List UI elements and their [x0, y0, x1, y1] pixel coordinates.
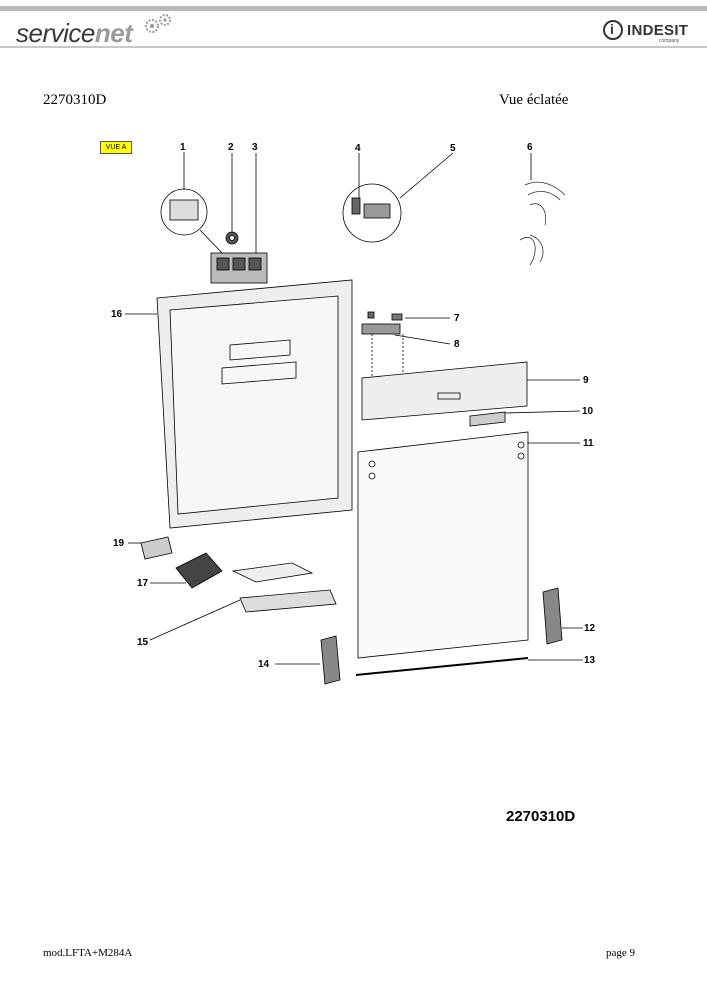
- part-19-plate: [140, 536, 173, 560]
- callout-13: 13: [584, 655, 596, 666]
- part-17-module: [175, 552, 223, 589]
- callout-3: 3: [252, 142, 258, 153]
- part-7-pin: [367, 311, 375, 319]
- part-11-outer-door: [357, 431, 529, 659]
- part-13-rod: [355, 657, 529, 676]
- document-code: 2270310D: [43, 92, 107, 108]
- footer-model: mod.LFTA+M284A: [43, 947, 133, 959]
- document-title: Vue éclatée: [499, 92, 569, 108]
- indesit-logo: i INDESIT company: [603, 20, 693, 48]
- part-8-latch: [361, 323, 401, 335]
- part-9-slot: [437, 392, 461, 400]
- indesit-company: company: [659, 38, 680, 44]
- callout-11: 11: [583, 438, 594, 449]
- part-6-harness: [519, 181, 566, 266]
- part-4-5-detail-circle: [342, 183, 402, 243]
- part-9-panel: [361, 361, 528, 421]
- callout-5: 5: [450, 143, 456, 154]
- callout-4: 4: [355, 143, 361, 154]
- callout-14: 14: [258, 659, 270, 670]
- part-16-inner-door: [156, 279, 353, 529]
- callout-16: 16: [111, 309, 123, 320]
- indesit-circle-icon: [603, 20, 623, 40]
- part-15-board: [239, 589, 337, 613]
- callout-8: 8: [454, 339, 460, 350]
- diagram-reference-code: 2270310D: [506, 808, 576, 825]
- indesit-wordmark: INDESIT: [627, 22, 689, 39]
- callout-6: 6: [527, 142, 533, 153]
- indesit-i-glyph: i: [610, 21, 614, 37]
- callout-19: 19: [113, 538, 125, 549]
- part-4-shape: [351, 197, 361, 215]
- servicenet-logo: servicenet: [16, 18, 133, 48]
- footer-page-number: page 9: [606, 947, 636, 959]
- header-top-rule: [0, 6, 707, 11]
- part-1-shape: [169, 199, 199, 221]
- callout-2: 2: [228, 142, 234, 153]
- view-badge: VUE A: [100, 141, 132, 154]
- page-header: servicenet i INDESIT company: [0, 0, 707, 52]
- callout-10: 10: [582, 406, 594, 417]
- callout-17: 17: [137, 578, 149, 589]
- part-14-hinge: [320, 635, 341, 685]
- callout-9: 9: [583, 375, 589, 386]
- callout-12: 12: [584, 623, 596, 634]
- part-5-shape: [363, 203, 391, 219]
- header-bottom-rule: [0, 46, 707, 48]
- callout-15: 15: [137, 637, 149, 648]
- part-12-hinge: [542, 587, 563, 645]
- part-15-cover: [231, 562, 314, 583]
- callout-7: 7: [454, 313, 460, 324]
- part-10-handle: [469, 411, 506, 427]
- callout-1: 1: [180, 142, 186, 153]
- gears-icon: [145, 14, 171, 33]
